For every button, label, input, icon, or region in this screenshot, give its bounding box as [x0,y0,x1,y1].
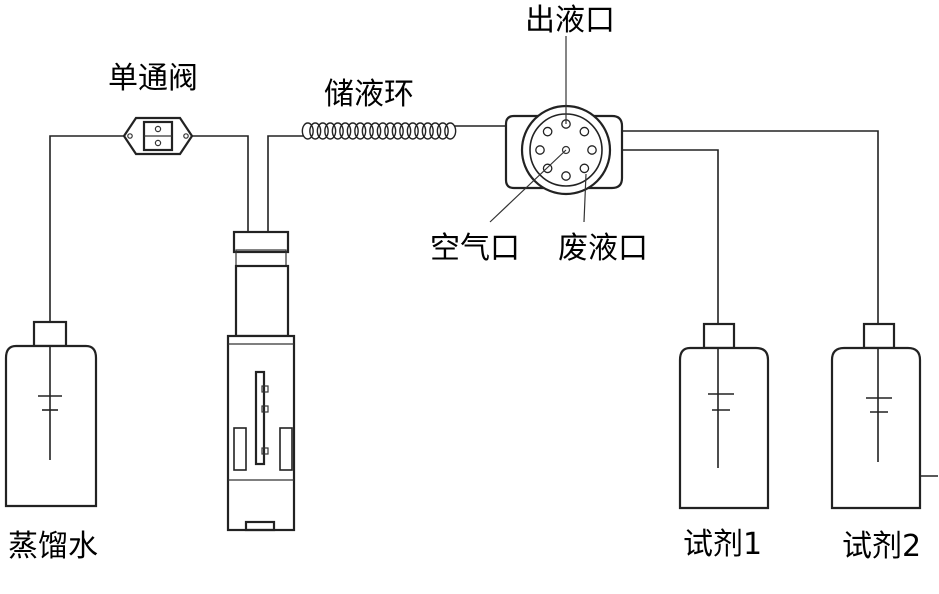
reagent2-label: 试剂2 [842,529,921,564]
coil-loop [414,122,427,140]
air-port-label: 空气口 [430,231,520,266]
coil-loop [399,122,412,140]
check-valve-label: 单通阀 [108,61,198,96]
valve-port [579,126,590,137]
reagent1-bottle [678,322,770,510]
coil-loop [354,122,367,140]
coil-loop [444,122,457,140]
valve-port [542,163,553,174]
valve-port [587,145,597,155]
reagent1-label: 试剂1 [683,527,762,562]
check-valve [122,116,194,156]
storage-loop-label: 储液环 [324,77,414,112]
storage-loop-coil [301,122,457,140]
waste-port-label: 废液口 [558,231,648,266]
coil-loop [309,122,322,140]
coil-loop [391,122,404,140]
coil-loop [324,122,337,140]
coil-loop [346,122,359,140]
waste-leader-line [583,173,587,223]
outlet-port-label: 出液口 [525,3,615,38]
coil-loop [384,122,397,140]
valve-port [561,171,571,181]
valve-port [542,126,553,137]
rotary-valve [489,36,624,223]
coil-loop [369,122,382,140]
reagent2-bottle [830,322,938,510]
coil-loop [301,122,314,140]
coil-loop [361,122,374,140]
valve-center-port [561,145,571,155]
coil-loop [376,122,389,140]
valve-port [579,163,590,174]
distilled-water-label: 蒸馏水 [8,529,98,564]
syringe-pump [226,230,296,532]
coil-loop [436,122,449,140]
coil-loop [421,122,434,140]
air-leader-line [489,149,567,223]
coil-loop [316,122,329,140]
coil-loop [429,122,442,140]
check-valve-dot-bottom [154,139,162,147]
check-valve-dot-top [154,125,162,133]
distilled-water-bottle [4,320,98,508]
tubing [49,125,879,324]
coil-loop [339,122,352,140]
valve-port [535,145,545,155]
coil-loop [406,122,419,140]
coil-loop [331,122,344,140]
